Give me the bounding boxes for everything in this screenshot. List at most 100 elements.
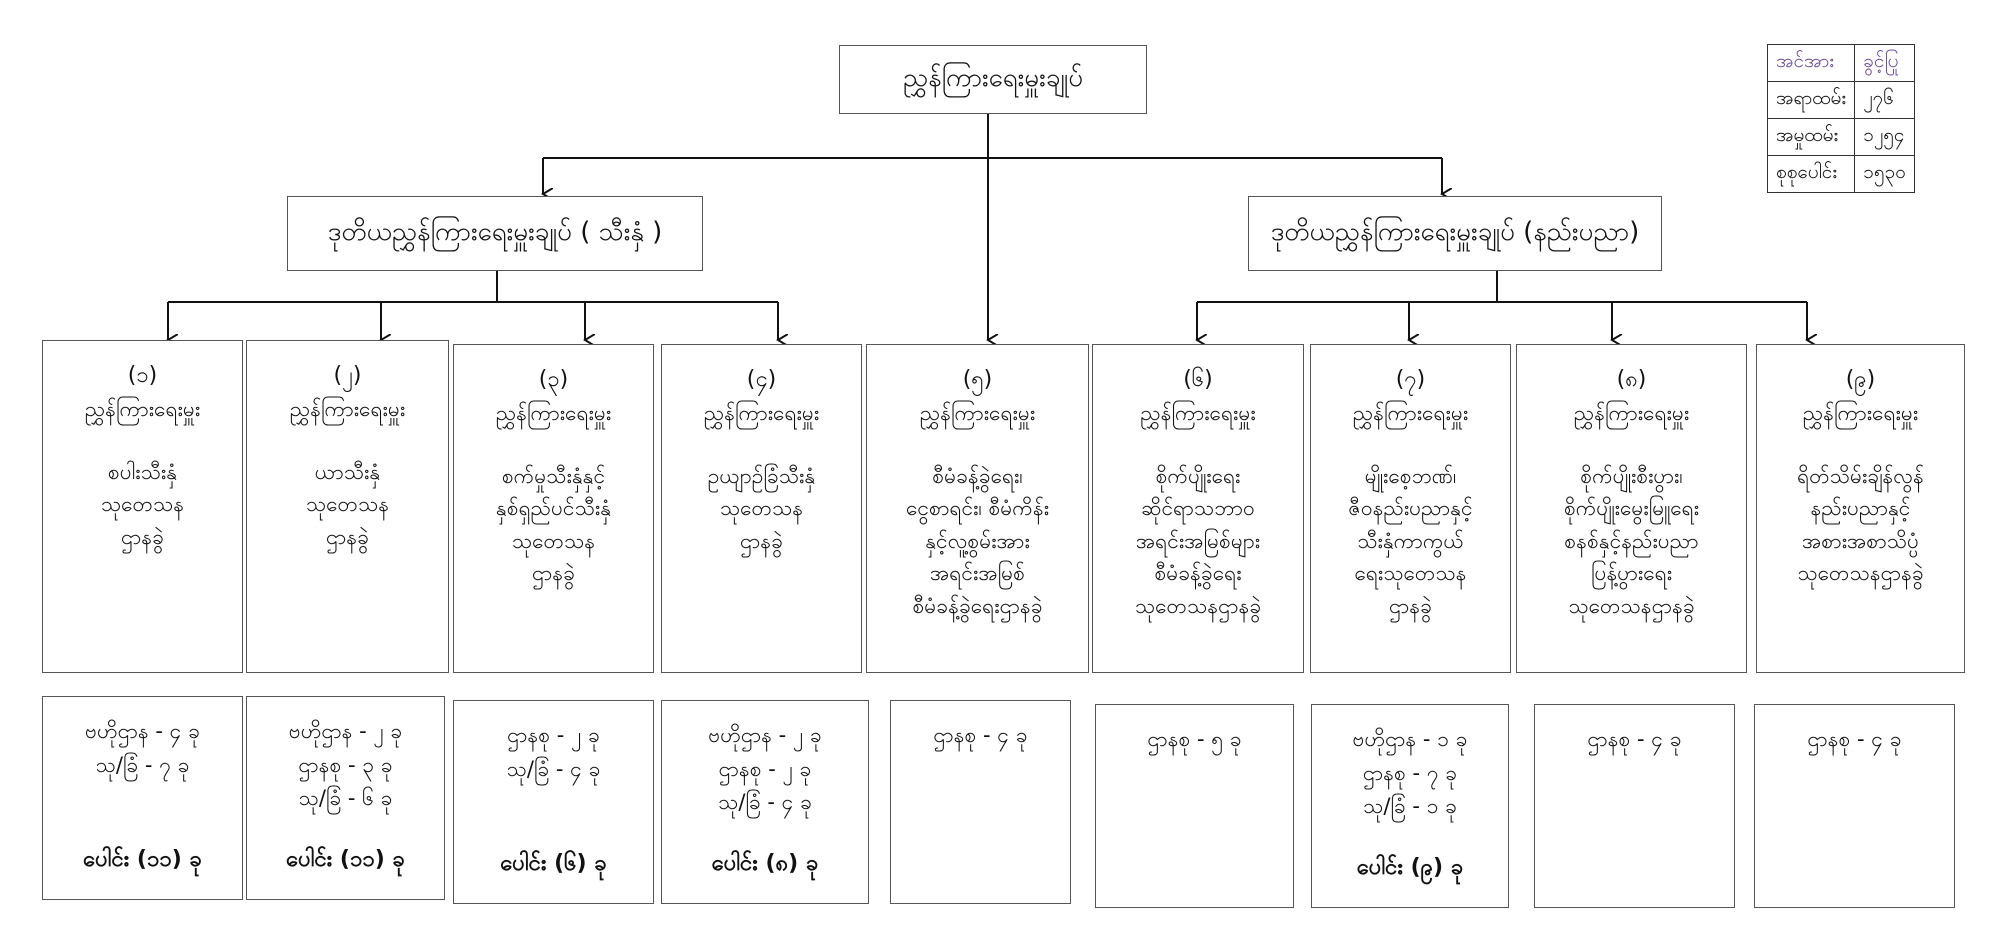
unit-description-line: ဌာနခွဲ xyxy=(740,528,783,553)
unit-title: ညွှန်ကြားရေးမှူး xyxy=(495,401,612,426)
unit-stats-box: ဗဟိုဌာန - ၄ ခုသု/ခြံ - ၇ ခုပေါင်း (၁၁) ခ… xyxy=(42,696,243,900)
unit-description-line: သုတေသန xyxy=(719,496,804,521)
unit-description-line: စီမံခန့်ခွဲရေးဌာနခွဲ xyxy=(912,593,1043,618)
stats-line: ဌာနစု - ၇ ခု xyxy=(1362,760,1458,785)
director-unit-box: (၃) ညွှန်ကြားရေးမှူးစက်မှုသီးနှံနှင့်နှစ်… xyxy=(453,344,654,673)
director-unit-box: (၆)ညွှန်ကြားရေးမှူးစိုက်ပျိုးရေးဆိုင်ရာသ… xyxy=(1092,344,1304,673)
unit-description-line: အရင်းအမြစ် xyxy=(930,561,1025,586)
unit-description-line: ရိတ်သိမ်းချိန်လွန် xyxy=(1797,463,1924,488)
staff-strength-table: အင်အား ခွင့်ပြု အရာထမ်း ၂၇၆ အမှုထမ်း ၁၂၅… xyxy=(1766,44,1915,193)
stats-line: ဌာနစု - ၄ ခု xyxy=(1807,727,1902,751)
stats-line: ဌာနစု - ၄ ခု xyxy=(1587,727,1682,751)
unit-description-line: စိုက်ပျိုးစီးပွား၊ xyxy=(1580,463,1683,488)
staff-row-label: အမှုထမ်း xyxy=(1766,118,1856,156)
unit-description-line: ယာသီးနှံ xyxy=(314,459,381,484)
stats-line: ဗဟိုဌာန - ၂ ခု xyxy=(288,719,403,743)
director-unit-box: (၉) ညွှန်ကြားရေးမှူးရိတ်သိမ်းချိန်လွန်နည်… xyxy=(1756,344,1965,673)
unit-number: (၄) xyxy=(746,367,777,392)
director-unit-box: (၂)ညွှန်ကြားရေးမှူးယာသီးနှံသုတေသနဌာနခွဲ xyxy=(246,340,449,673)
unit-description-line: နှင့်လူ့စွမ်းအား xyxy=(925,528,1030,553)
unit-description-line: ဌာနခွဲ xyxy=(121,524,164,549)
unit-stats-box: ဌာနစု - ၂ ခုသု/ခြံ - ၄ ခုပေါင်း (၆) ခု xyxy=(453,700,654,904)
staff-row-label: အရာထမ်း xyxy=(1766,81,1856,119)
stats-line: ဗဟိုဌာန - ၂ ခု xyxy=(708,723,822,747)
unit-description-line: သုတေသနဌာနခွဲ xyxy=(1134,593,1262,618)
deputy-director-crops-label: ဒုတိယညွှန်ကြားရေးမှူးချုပ် ( သီးနှံ ) xyxy=(327,217,663,247)
unit-description-line: နည်းပညာနှင့် xyxy=(1810,496,1911,521)
unit-description-line: ပြန့်ပွားရေး xyxy=(1590,561,1673,586)
staff-row-value: ၁၂၅၄ xyxy=(1854,118,1915,156)
unit-number: (၁) xyxy=(127,363,158,388)
unit-title: ညွှန်ကြားရေးမှူး xyxy=(919,401,1036,426)
unit-title: ညွှန်ကြားရေးမှူး xyxy=(703,401,820,426)
stats-line: ဌာနစု - ၄ ခု xyxy=(933,723,1028,747)
unit-description-line: စီမံခန့်ခွဲရေး၊ xyxy=(932,463,1023,488)
unit-description-line: စီမံခန့်ခွဲရေး xyxy=(1154,561,1242,586)
director-unit-box: (၁)ညွှန်ကြားရေးမှူးစပါးသီးနှံသုတေသနဌာနခွ… xyxy=(42,340,243,673)
unit-description-line: အစားအစာသိပ္ပံ xyxy=(1801,528,1920,553)
stats-total: ပေါင်း (၉) ခု xyxy=(1356,854,1464,880)
unit-description-line: ဌာနခွဲ xyxy=(532,561,575,586)
unit-description-line: သုတေသန xyxy=(305,492,390,517)
unit-description-line: ဇီဝနည်းပညာနှင့် xyxy=(1348,496,1473,521)
table-row: အရာထမ်း ၂၇၆ xyxy=(1766,81,1915,119)
unit-title: ညွှန်ကြားရေးမှူး xyxy=(1802,401,1919,426)
stats-line: သု/ခြံ - ၆ ခု xyxy=(298,786,393,811)
unit-description-line: သုတေသနဌာနခွဲ xyxy=(1568,593,1695,618)
unit-number: (၃) xyxy=(538,367,569,392)
unit-number: (၇) xyxy=(1395,367,1426,392)
unit-number: (၂) xyxy=(333,363,362,388)
unit-description-line: ငွေစာရင်း၊ စီမံကိန်း xyxy=(905,496,1050,521)
unit-description-line: မျိုးစေ့ဘဏ်၊ xyxy=(1364,463,1457,488)
unit-description-line: သီးနှံကာကွယ် xyxy=(1357,528,1464,553)
chief-director-box: ညွှန်ကြားရေးမှူးချုပ် xyxy=(839,45,1147,114)
deputy-director-technology-label: ဒုတိယညွှန်ကြားရေးမှူးချုပ် (နည်းပညာ) xyxy=(1270,217,1640,247)
unit-description-line: ရေးသုတေသန xyxy=(1354,561,1467,586)
stats-line: ဌာနစု - ၅ ခု xyxy=(1147,727,1242,751)
unit-number: (၉) xyxy=(1845,367,1876,392)
unit-description-line: စက်မှုသီးနှံနှင့် xyxy=(501,463,606,488)
unit-description-line: အရင်းအမြစ်များ xyxy=(1135,528,1261,553)
unit-description-line: သုတေသန xyxy=(511,528,596,553)
unit-stats-box: ဌာနစု - ၄ ခု xyxy=(1754,704,1955,908)
unit-title: ညွှန်ကြားရေးမှူး xyxy=(1140,401,1256,426)
unit-stats-box: ဌာနစု - ၅ ခု xyxy=(1095,704,1294,908)
unit-stats-box: ဌာနစု - ၄ ခု xyxy=(1534,704,1735,908)
stats-line: သု/ခြံ - ၄ ခု xyxy=(506,756,601,781)
unit-description-line: နှစ်ရှည်ပင်သီးနှံ xyxy=(495,496,612,521)
staff-header-cell: ခွင့်ပြု xyxy=(1854,44,1915,82)
stats-line: သု/ခြံ - ၁ ခု xyxy=(1363,794,1457,819)
unit-title: ညွှန်ကြားရေးမှူး xyxy=(84,397,201,422)
stats-total: ပေါင်း (၆) ခု xyxy=(500,850,607,876)
table-row: စုစုပေါင်း ၁၅၃၀ xyxy=(1766,155,1915,193)
director-unit-box: (၅)ညွှန်ကြားရေးမှူးစီမံခန့်ခွဲရေး၊ငွေစာရ… xyxy=(866,344,1089,673)
unit-description-line: သုတေသန xyxy=(100,492,185,517)
unit-title: ညွှန်ကြားရေးမှူး xyxy=(289,397,406,422)
unit-stats-box: ဗဟိုဌာန - ၂ ခုဌာနစု - ၂ ခုသု/ခြံ - ၄ ခုပ… xyxy=(661,700,869,904)
stats-total: ပေါင်း (၁၁) ခု xyxy=(286,846,405,872)
stats-line: ဌာနစု - ၃ ခု xyxy=(298,752,393,777)
deputy-director-technology-box: ဒုတိယညွှန်ကြားရေးမှူးချုပ် (နည်းပညာ) xyxy=(1248,196,1662,271)
unit-stats-box: ဌာနစု - ၄ ခု xyxy=(890,700,1071,904)
stats-line: ဗဟိုဌာန - ၄ ခု xyxy=(85,719,200,743)
chief-director-label: ညွှန်ကြားရေးမှူးချုပ် xyxy=(902,63,1084,93)
table-row: အမှုထမ်း ၁၂၅၄ xyxy=(1766,118,1915,156)
unit-description-line: သုတေသနဌာနခွဲ xyxy=(1797,561,1924,586)
unit-description-line: စိုက်ပျိုးမွေးမြူရေး xyxy=(1563,496,1700,521)
stats-line: သု/ခြံ - ၇ ခု xyxy=(95,752,190,777)
deputy-director-crops-box: ဒုတိယညွှန်ကြားရေးမှူးချုပ် ( သီးနှံ ) xyxy=(287,196,703,271)
director-unit-box: (၇)ညွှန်ကြားရေးမှူးမျိုးစေ့ဘဏ်၊ဇီဝနည်းပည… xyxy=(1310,344,1511,673)
stats-line: ဗဟိုဌာန - ၁ ခု xyxy=(1352,727,1468,751)
unit-stats-box: ဗဟိုဌာန - ၂ ခုဌာနစု - ၃ ခုသု/ခြံ - ၆ ခုပ… xyxy=(246,696,445,900)
unit-description-line: စနစ်နှင့်နည်းပညာ xyxy=(1564,528,1699,553)
unit-description-line: ဥယျာဉ်ခြံသီးနှံ xyxy=(707,463,816,488)
staff-row-label: စုစုပေါင်း xyxy=(1766,155,1856,193)
staff-row-value: ၁၅၃၀ xyxy=(1854,155,1915,193)
unit-stats-box: ဗဟိုဌာန - ၁ ခုဌာနစု - ၇ ခုသု/ခြံ - ၁ ခုပ… xyxy=(1311,704,1509,908)
stats-line: ဌာနစု - ၂ ခု xyxy=(718,756,812,781)
unit-number: (၈) xyxy=(1616,367,1647,392)
unit-number: (၆) xyxy=(1183,367,1213,392)
unit-description-line: ဌာနခွဲ xyxy=(1389,593,1432,618)
director-unit-box: (၄) ညွှန်ကြားရေးမှူးဥယျာဉ်ခြံသီးနှံသုတေသန… xyxy=(661,344,862,673)
